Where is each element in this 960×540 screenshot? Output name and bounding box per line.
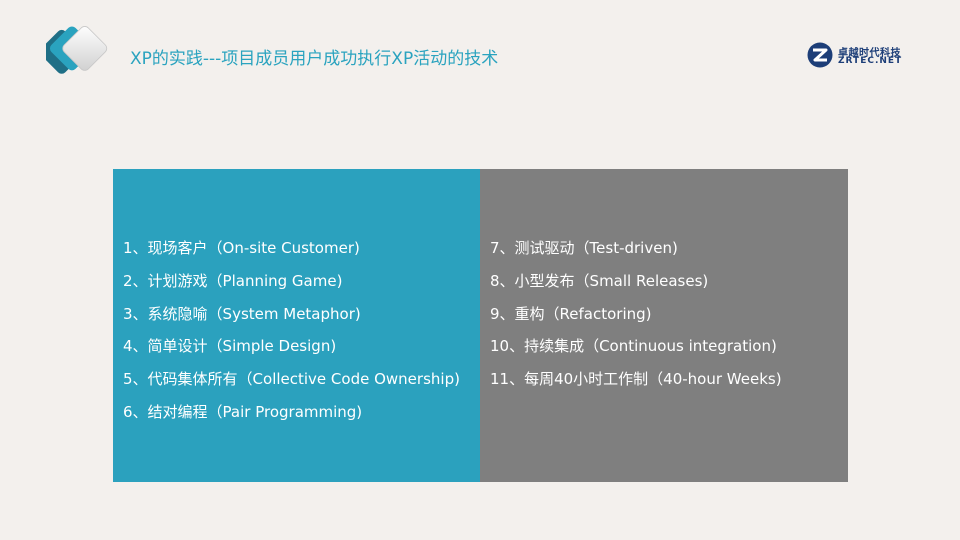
page-title: XP的实践---项目成员用户成功执行XP活动的技术 — [130, 49, 499, 69]
list-item: 5、代码集体所有（Collective Code Ownership) — [123, 370, 460, 389]
list-item: 4、简单设计（Simple Design) — [123, 337, 337, 356]
z-globe-logo-icon — [807, 42, 833, 68]
practice-list-left: 1、现场客户（On-site Customer) 2、计划游戏（Planning… — [123, 232, 460, 429]
list-item: 10、持续集成（Continuous integration) — [490, 337, 777, 356]
list-item: 6、结对编程（Pair Programming) — [123, 402, 363, 421]
list-item: 8、小型发布（Small Releases) — [490, 271, 709, 290]
logo-name-en: ZRTEC.NET — [838, 56, 903, 66]
list-item: 1、现场客户（On-site Customer) — [123, 239, 360, 257]
logo-name-cn: 卓越时代科技 — [838, 48, 901, 59]
practice-list-right: 7、测试驱动（Test-driven) 8、小型发布（Small Release… — [490, 232, 782, 396]
practices-panel-right: 7、测试驱动（Test-driven) 8、小型发布（Small Release… — [480, 169, 848, 482]
list-item: 9、重构（Refactoring) — [490, 304, 652, 323]
list-item: 3、系统隐喻（System Metaphor) — [123, 304, 361, 323]
list-item: 2、计划游戏（Planning Game) — [123, 271, 343, 290]
list-item: 7、测试驱动（Test-driven) — [490, 239, 678, 257]
diamond-stack-icon — [46, 26, 108, 74]
company-logo: 卓越时代科技 ZRTEC.NET — [806, 41, 916, 71]
practices-panel-left: 1、现场客户（On-site Customer) 2、计划游戏（Planning… — [113, 169, 480, 482]
list-item: 11、每周40小时工作制（40-hour Weeks) — [490, 370, 782, 389]
